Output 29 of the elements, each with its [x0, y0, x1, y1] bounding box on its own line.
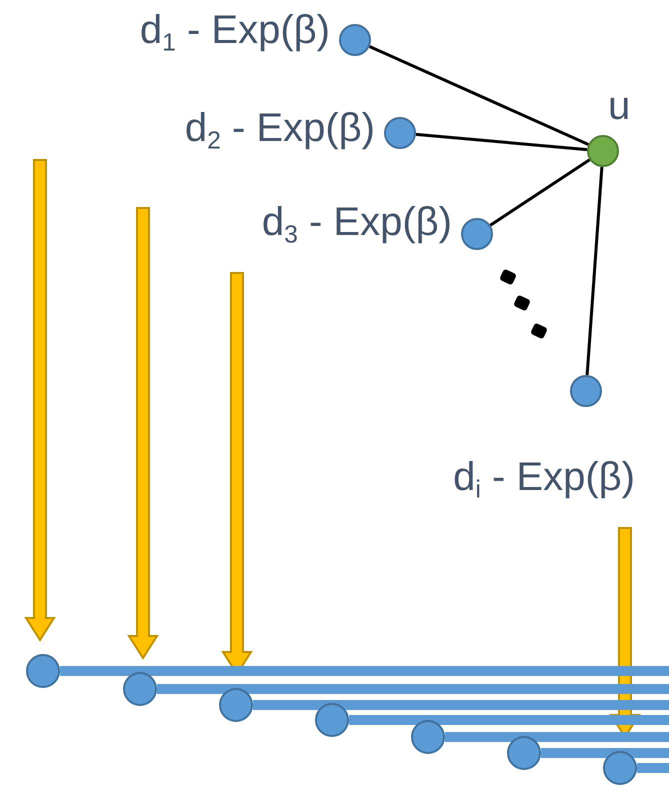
timeline-line — [541, 748, 669, 758]
timeline-line — [445, 732, 669, 742]
hub-node — [587, 135, 619, 167]
timeline-node — [219, 688, 253, 722]
block-arrow — [127, 207, 159, 660]
timeline-node — [603, 751, 637, 785]
timeline-line — [157, 684, 669, 694]
connector-line — [369, 45, 589, 146]
neighbor-node — [384, 117, 416, 149]
timeline-node — [123, 672, 157, 706]
distribution-label: d$_{i}$ - Exp(β) — [453, 457, 635, 504]
timeline-node — [26, 654, 60, 688]
distribution-label: d$_{1}$ - Exp(β) — [140, 10, 330, 56]
connector-line — [490, 158, 590, 226]
neighbor-node — [570, 375, 602, 407]
timeline-node — [315, 703, 349, 737]
connector-line — [586, 166, 604, 376]
neighbor-node — [461, 218, 493, 250]
timeline-line — [253, 700, 669, 710]
timeline-line — [349, 715, 669, 725]
connector-line — [416, 132, 588, 152]
distribution-label: d$_{2}$ - Exp(β) — [184, 108, 375, 154]
neighbor-node — [339, 24, 371, 56]
timeline-node — [507, 736, 541, 770]
node-label: u — [608, 86, 630, 126]
distribution-label: d$_{3}$ - Exp(β) — [262, 202, 452, 248]
timeline-line — [60, 666, 669, 676]
block-arrow — [24, 159, 56, 642]
timeline-node — [411, 720, 445, 754]
